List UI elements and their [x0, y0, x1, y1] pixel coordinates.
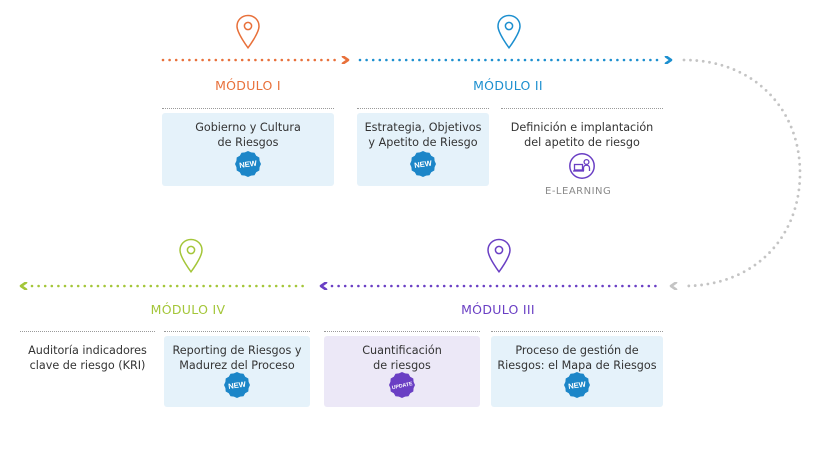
module-1-track: [160, 56, 352, 64]
module-2-track: [357, 56, 677, 64]
new-badge-icon: NEW: [234, 150, 262, 178]
course-card-reporting[interactable]: Reporting de Riesgos y Madurez del Proce…: [164, 331, 310, 407]
separator: [20, 331, 155, 333]
course-title-line2: de riesgos: [373, 359, 431, 372]
course-title-line2: y Apetito de Riesgo: [368, 136, 478, 149]
module-4-label: MÓDULO IV: [150, 302, 226, 317]
course-title-line1: Gobierno y Cultura: [195, 121, 301, 134]
course-title-line2: Riesgos: el Mapa de Riesgos: [497, 359, 657, 372]
svg-text:NEW: NEW: [239, 158, 259, 169]
new-badge-icon: NEW: [223, 371, 251, 399]
module-3-map-pin-icon: [486, 238, 512, 274]
new-badge-icon: NEW: [409, 150, 437, 178]
course-card-auditoria[interactable]: Auditoría indicadores clave de riesgo (K…: [20, 331, 155, 407]
course-title-line1: Cuantificación: [362, 344, 442, 357]
module-1-label: MÓDULO I: [215, 78, 281, 93]
module-4-track: [19, 282, 315, 290]
course-title-line2: de Riesgos: [217, 136, 279, 149]
course-title-line1: Auditoría indicadores: [28, 344, 147, 357]
course-card-estrategia[interactable]: Estrategia, Objetivos y Apetito de Riesg…: [357, 108, 489, 186]
separator: [491, 331, 663, 333]
svg-text:NEW: NEW: [228, 379, 248, 390]
module-3-track: [319, 282, 669, 290]
course-card-gobierno[interactable]: Gobierno y Cultura de Riesgos NEW: [162, 108, 334, 186]
course-title-line1: Reporting de Riesgos y: [172, 344, 302, 357]
separator: [357, 108, 489, 110]
e-learning-icon: [568, 152, 596, 180]
e-learning-label: E-LEARNING: [545, 186, 612, 197]
course-card-proceso[interactable]: Proceso de gestión de Riesgos: el Mapa d…: [491, 331, 663, 407]
course-card-cuantificacion[interactable]: Cuantificación de riesgos UPDATE: [324, 331, 480, 407]
separator: [164, 331, 310, 333]
svg-text:UPDATE: UPDATE: [391, 381, 413, 391]
update-badge-icon: UPDATE: [388, 371, 416, 399]
course-title-line2: Madurez del Proceso: [179, 359, 295, 372]
module-2-label: MÓDULO II: [473, 78, 543, 93]
connector-arrow: [666, 282, 682, 290]
module-1-map-pin-icon: [235, 14, 261, 50]
course-title-line1: Estrategia, Objetivos: [364, 121, 482, 134]
svg-text:NEW: NEW: [568, 379, 588, 390]
separator: [501, 108, 663, 110]
course-title-line2: del apetito de riesgo: [524, 136, 640, 149]
course-card-definicion[interactable]: Definición e implantación del apetito de…: [501, 108, 663, 198]
module-2-map-pin-icon: [496, 14, 522, 50]
module-3-label: MÓDULO III: [461, 302, 535, 317]
module-4-map-pin-icon: [178, 238, 204, 274]
course-title-line2: clave de riesgo (KRI): [29, 359, 146, 372]
new-badge-icon: NEW: [563, 371, 591, 399]
course-title-line1: Proceso de gestión de: [515, 344, 639, 357]
separator: [162, 108, 334, 110]
svg-text:NEW: NEW: [414, 158, 434, 169]
separator: [324, 331, 480, 333]
connector-arc: [682, 58, 802, 288]
course-title-line1: Definición e implantación: [510, 121, 654, 134]
